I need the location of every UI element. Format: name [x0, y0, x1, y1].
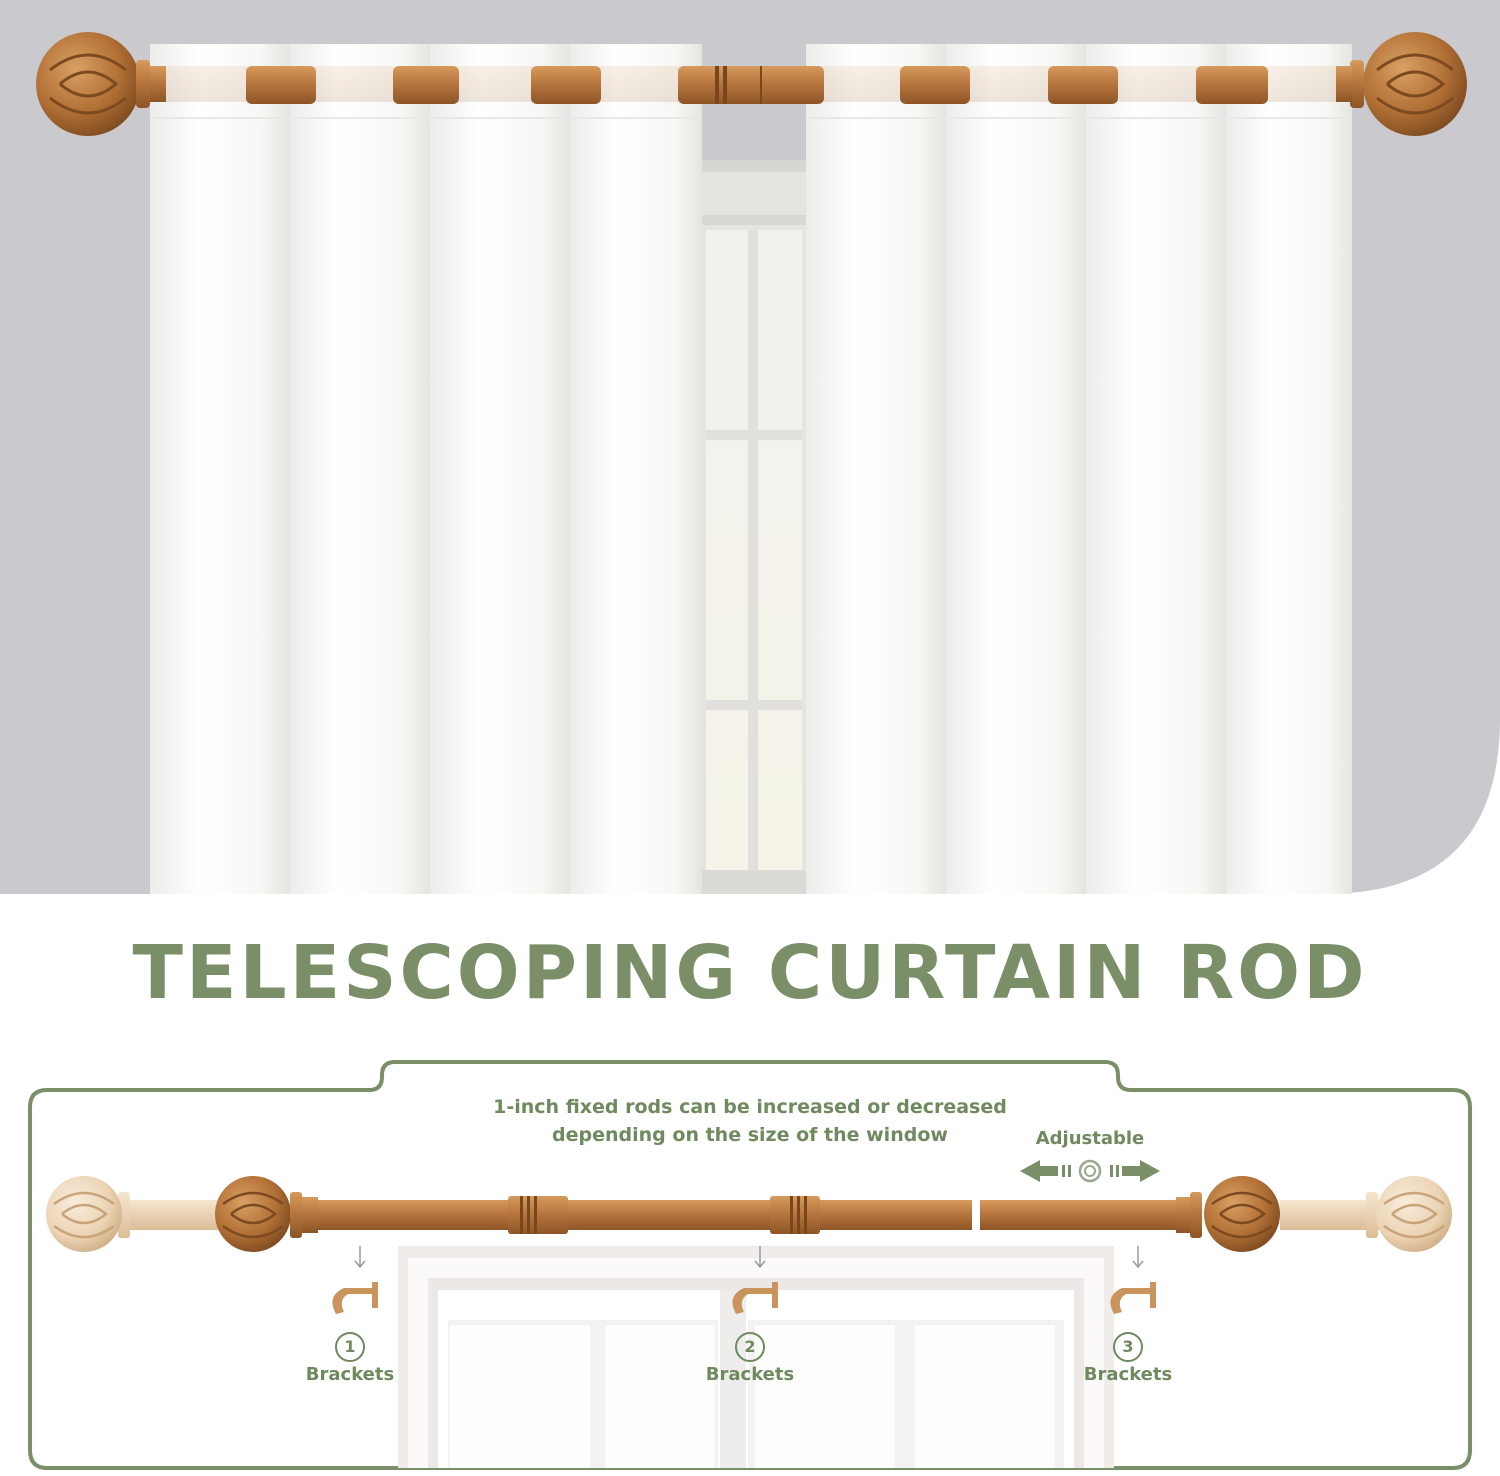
- bracket-label-2: Brackets: [705, 1364, 795, 1385]
- bracket-down-arrows: [354, 1246, 1144, 1269]
- info-panel-frame: [28, 1060, 1472, 1470]
- headline-title: TELESCOPING CURTAIN ROD: [132, 930, 1368, 1016]
- rod-note-line-2: depending on the size of the window: [552, 1124, 948, 1146]
- bracket-number-1: 1: [335, 1332, 365, 1362]
- circle-target-icon: [1078, 1159, 1102, 1183]
- adjustable-label: Adjustable: [1035, 1128, 1145, 1149]
- curtain-left: [150, 44, 702, 894]
- bracket-number-3: 3: [1113, 1332, 1143, 1362]
- window-frame-illustration: [398, 1246, 1114, 1468]
- bracket-1-icon: [332, 1282, 378, 1314]
- rod-note-line-1: 1-inch fixed rods can be increased or de…: [493, 1096, 1007, 1118]
- top-curtain-rod: [36, 32, 1467, 136]
- lower-curtain-rod: [46, 1176, 1452, 1252]
- bracket-3-icon: [1110, 1282, 1156, 1314]
- curtain-right: [806, 44, 1352, 894]
- arrow-down-icon: [1132, 1246, 1144, 1269]
- bracket-2-icon: [732, 1282, 778, 1314]
- arrow-right-icon: [1122, 1160, 1160, 1182]
- arrow-left-icon: [1020, 1160, 1058, 1182]
- rod-note: 1-inch fixed rods can be increased or de…: [400, 1093, 1100, 1149]
- window-behind: [700, 160, 808, 894]
- arrow-down-icon: [354, 1246, 366, 1269]
- bracket-number-2: 2: [735, 1332, 765, 1362]
- arrow-down-icon: [754, 1246, 766, 1269]
- bracket-label-3: Brackets: [1083, 1364, 1173, 1385]
- bracket-label-1: Brackets: [305, 1364, 395, 1385]
- adjustable-indicator: [1020, 1159, 1160, 1183]
